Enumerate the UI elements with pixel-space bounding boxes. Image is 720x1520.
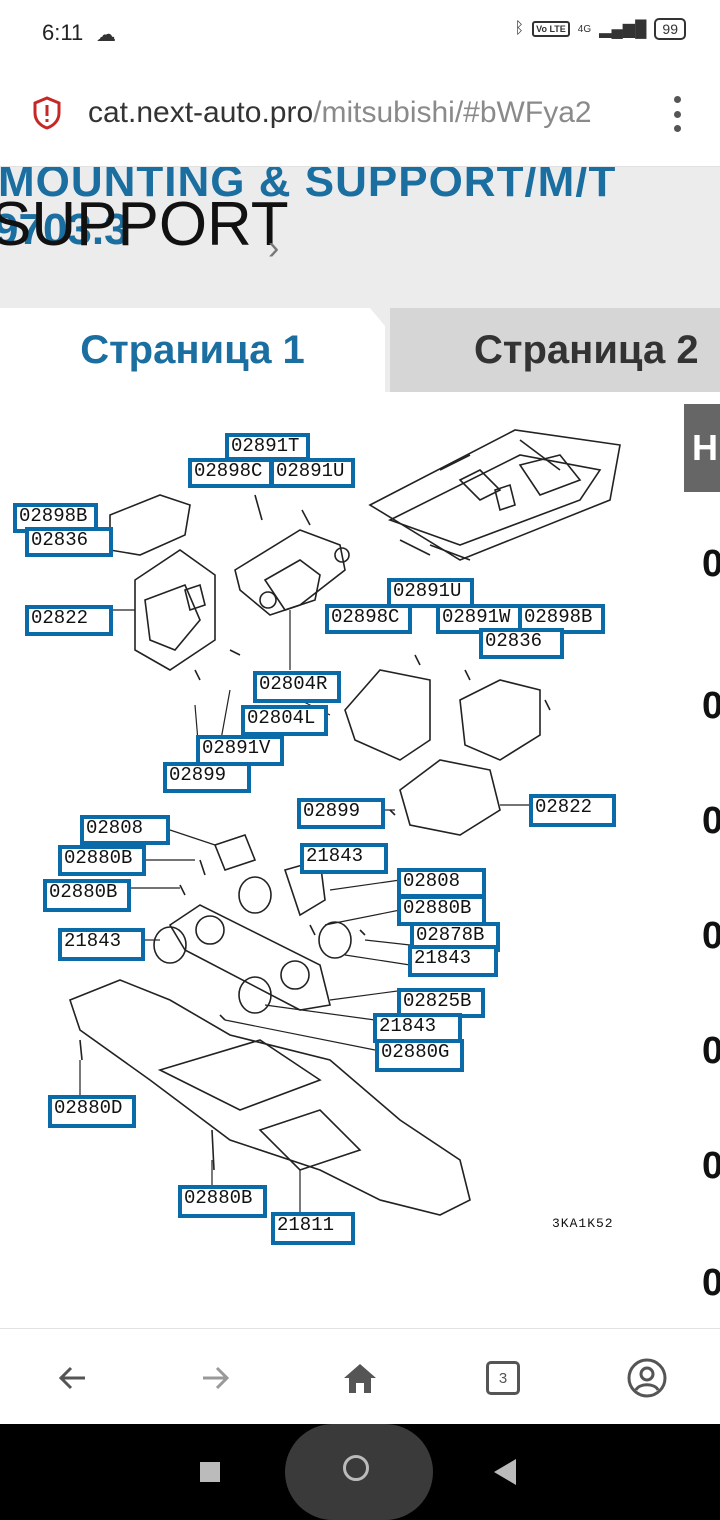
part-callout[interactable]: 02891U xyxy=(387,578,474,608)
part-callout[interactable]: 02822 xyxy=(529,794,616,827)
part-callout[interactable]: 02891W xyxy=(436,604,522,634)
figure-code: 3KA1K52 xyxy=(552,1216,614,1231)
part-callout[interactable]: 02891U xyxy=(270,458,355,488)
part-callout[interactable]: 02808 xyxy=(397,868,486,898)
part-callout[interactable]: 02898C xyxy=(188,458,273,488)
part-callout[interactable]: 02880B xyxy=(178,1185,267,1218)
system-back-icon[interactable] xyxy=(494,1459,516,1485)
part-callout[interactable]: 02836 xyxy=(479,628,564,659)
system-nav-bar xyxy=(0,1424,720,1520)
network-label: 4G xyxy=(577,23,592,35)
tab-page-1[interactable]: Страница 1 xyxy=(0,308,385,392)
parts-diagram xyxy=(69,429,621,1245)
left-mount-drawing xyxy=(109,494,216,671)
part-callout[interactable]: 02899 xyxy=(297,798,385,829)
part-callout[interactable]: 21843 xyxy=(300,843,388,874)
forward-button[interactable] xyxy=(190,1353,240,1403)
bottom-frame-drawing xyxy=(69,979,471,1216)
part-callout[interactable]: 02836 xyxy=(25,527,113,557)
part-callout[interactable]: 02822 xyxy=(25,605,113,636)
part-callout[interactable]: 02891T xyxy=(225,433,310,461)
bluetooth-icon: ᛒ xyxy=(514,20,525,37)
side-value: 0 xyxy=(702,685,720,727)
page-title: MOUNTING & SUPPORT/M/T 9703.3 SUPPORT › xyxy=(0,167,720,312)
part-callout[interactable]: 02808 xyxy=(80,815,170,845)
side-value: 0 xyxy=(702,915,720,957)
shield-icon[interactable] xyxy=(32,96,62,130)
title-line-2: 9703.3 xyxy=(0,205,129,254)
volte-badge: Vo LTE xyxy=(532,21,570,37)
side-value: 0 xyxy=(702,543,720,585)
url-path: /mitsubishi/#bWFya2 xyxy=(313,96,592,129)
side-value: 0 xyxy=(702,1145,720,1187)
url-text[interactable]: cat.next-auto.pro/mitsubishi/#bWFya2 xyxy=(88,96,638,130)
right-mount-drawing xyxy=(344,654,551,836)
home-button[interactable] xyxy=(335,1353,385,1403)
title-overlay: SUPPORT xyxy=(0,190,289,259)
part-callout[interactable]: 02898C xyxy=(325,604,412,634)
account-icon xyxy=(627,1358,667,1398)
page-tabs: Страница 1 Страница 2 xyxy=(0,308,720,392)
back-button[interactable] xyxy=(48,1353,98,1403)
part-callout[interactable]: 21843 xyxy=(408,945,498,977)
signal-icon: ▂▄▆█ xyxy=(599,21,647,38)
side-value: 0 xyxy=(702,800,720,842)
part-callout[interactable]: 02880G xyxy=(375,1039,464,1072)
part-callout[interactable]: 02804R xyxy=(253,671,341,703)
system-home-icon[interactable] xyxy=(343,1455,369,1481)
tabs-button[interactable]: 3 xyxy=(478,1353,528,1403)
status-time: 6:11 xyxy=(42,20,84,45)
part-callout[interactable]: 21811 xyxy=(271,1212,355,1245)
crossmember-drawing xyxy=(153,834,366,1021)
battery-indicator: 99 xyxy=(654,18,686,40)
part-callout[interactable]: 02880B xyxy=(58,845,146,876)
arrow-left-icon xyxy=(58,1366,85,1390)
part-callout[interactable]: 02898B xyxy=(518,604,605,634)
recents-icon[interactable] xyxy=(200,1462,220,1482)
frame-drawing xyxy=(368,429,621,561)
side-value: 0 xyxy=(702,1030,720,1072)
url-domain: cat.next-auto.pro xyxy=(88,96,314,129)
center-bracket-drawing xyxy=(194,494,350,681)
part-callout[interactable]: 02891V xyxy=(196,735,284,766)
cloud-icon: ☁ xyxy=(96,24,116,46)
tab-page-2[interactable]: Страница 2 xyxy=(390,308,720,392)
chevron-right-icon[interactable]: › xyxy=(268,229,280,267)
part-callout[interactable]: 02899 xyxy=(163,762,251,793)
browser-bottom-nav: 3 xyxy=(0,1328,720,1425)
part-callout[interactable]: 02880B xyxy=(43,879,131,912)
address-bar[interactable]: cat.next-auto.pro/mitsubishi/#bWFya2 xyxy=(0,70,720,167)
arrow-right-icon xyxy=(203,1366,230,1390)
title-line-1: MOUNTING & SUPPORT/M/T xyxy=(0,167,617,206)
menu-icon[interactable] xyxy=(672,96,682,132)
home-icon xyxy=(344,1364,376,1393)
status-bar: 6:11 ☁ ᛒ Vo LTE 4G ▂▄▆█ 99 xyxy=(0,0,720,70)
tab-count: 3 xyxy=(486,1361,520,1395)
account-button[interactable] xyxy=(622,1353,672,1403)
part-callout[interactable]: 02804L xyxy=(241,705,328,736)
part-callout[interactable]: 21843 xyxy=(58,928,145,961)
status-indicators: ᛒ Vo LTE 4G ▂▄▆█ 99 xyxy=(515,18,686,40)
side-header: H xyxy=(684,404,720,492)
side-value: 0 xyxy=(702,1262,720,1304)
part-callout[interactable]: 02880D xyxy=(48,1095,136,1128)
